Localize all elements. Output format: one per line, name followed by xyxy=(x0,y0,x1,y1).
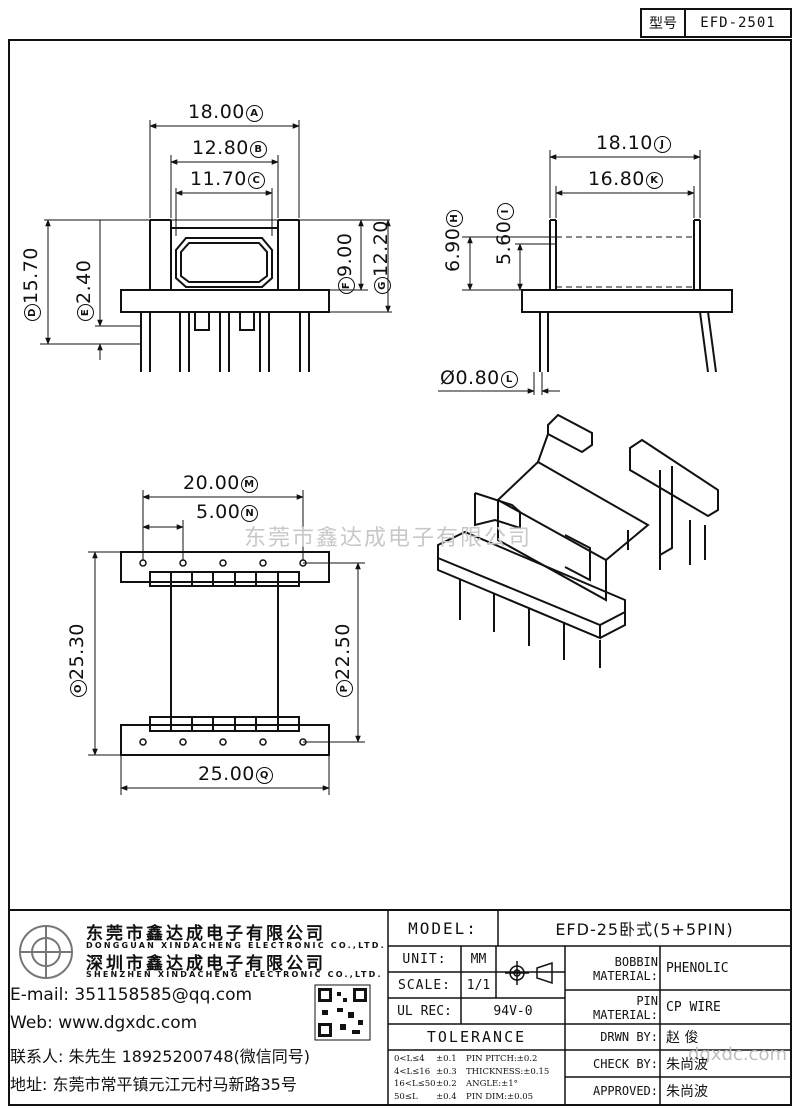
qr-code-icon xyxy=(314,984,371,1041)
front-view xyxy=(120,219,330,372)
dim-p: P22.50 xyxy=(332,623,354,698)
company-name-en-1: DONGGUAN XINDACHENG ELECTRONIC CO.,LTD. xyxy=(86,941,386,950)
tb-unit-label: UNIT: xyxy=(402,951,447,967)
title-block-grid xyxy=(387,910,791,1105)
dim-e: E2.40 xyxy=(73,260,95,322)
tb-check-label: CHECK BY: xyxy=(592,1056,658,1071)
model-header: 型号 EFD-2501 xyxy=(640,8,792,38)
side-base xyxy=(521,289,733,313)
model-header-label: 型号 xyxy=(642,10,686,36)
bottom-view xyxy=(120,551,330,756)
company-contact: 联系人: 朱先生 18925200748(微信同号) xyxy=(10,1047,311,1066)
tb-pin-value: CP WIRE xyxy=(666,999,721,1015)
watermark-text: 东莞市鑫达成电子有限公司 xyxy=(244,526,533,551)
tb-model-label: MODEL: xyxy=(408,918,478,938)
tb-tolerance-label: TOLERANCE xyxy=(426,1028,527,1046)
dim-i: 5.60I xyxy=(493,202,515,265)
tb-unit-value: MM xyxy=(470,951,487,967)
company-name-en-2: SHENZHEN XINDACHENG ELECTRONIC CO.,LTD. xyxy=(86,970,383,979)
side-view xyxy=(521,219,733,373)
dim-h: 6.90H xyxy=(442,209,464,272)
tb-approved-label: APPROVED: xyxy=(592,1084,658,1098)
tb-drawn-label: DRWN BY: xyxy=(600,1030,658,1044)
tb-drawn-value: 赵 俊 xyxy=(666,1030,699,1046)
dim-o: O25.30 xyxy=(66,623,88,698)
isometric-view xyxy=(437,413,719,668)
dim-d: D15.70 xyxy=(20,247,42,322)
company-name-cn-2: 深圳市鑫达成电子有限公司 xyxy=(86,954,326,974)
dim-f: F9.00 xyxy=(334,233,356,295)
top-flange xyxy=(120,551,330,583)
company-address: 地址: 东莞市常平镇元江元村马新路35号 xyxy=(10,1075,297,1094)
dim-g: G12.20 xyxy=(370,220,392,295)
tb-scale-label: SCALE: xyxy=(398,977,451,993)
tb-check-value: 朱尚波 xyxy=(666,1056,708,1073)
tb-ulrec-value: 94V-0 xyxy=(493,1003,533,1019)
bottom-flange xyxy=(120,724,330,756)
company-web: Web: www.dgxdc.com xyxy=(10,1013,198,1033)
tb-bobbin-value: PHENOLIC xyxy=(666,960,729,976)
projection-symbol xyxy=(505,961,553,985)
tb-ulrec-label: UL REC: xyxy=(397,1003,452,1019)
tb-scale-value: 1/1 xyxy=(466,977,491,993)
tb-approved-value: 朱尚波 xyxy=(666,1084,708,1100)
core-window xyxy=(175,237,273,288)
company-name-cn-1: 东莞市鑫达成电子有限公司 xyxy=(86,924,326,944)
model-header-value: EFD-2501 xyxy=(700,15,776,31)
tb-model-value: EFD-25卧式(5+5PIN) xyxy=(555,920,734,939)
company-email: E-mail: 351158585@qq.com xyxy=(10,985,253,1005)
company-logo xyxy=(19,925,73,979)
sheet-border xyxy=(8,39,792,1106)
front-base-flange xyxy=(120,289,330,313)
watermark-url: dgxdc.com xyxy=(688,1044,787,1065)
